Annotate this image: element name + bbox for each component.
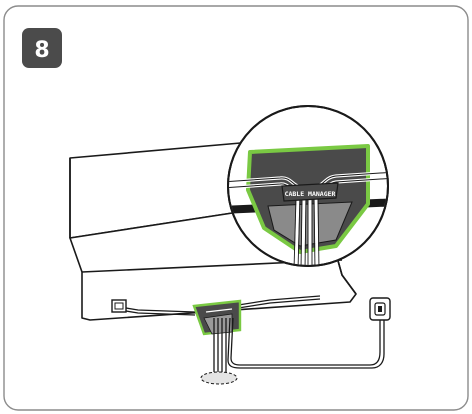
- cable-manager-label: CABLE MANAGER: [285, 190, 336, 198]
- left-cable: [125, 307, 196, 316]
- step-badge: 8: [22, 28, 62, 68]
- right-cable: [231, 295, 321, 310]
- magnified-inset: CABLE MANAGER: [227, 105, 389, 267]
- port-icon: [111, 299, 127, 313]
- floor-hole: [200, 371, 238, 385]
- wall-outlet-with-plug-icon: [369, 297, 391, 321]
- hanging-cables: [213, 317, 385, 376]
- step-number: 8: [34, 38, 49, 63]
